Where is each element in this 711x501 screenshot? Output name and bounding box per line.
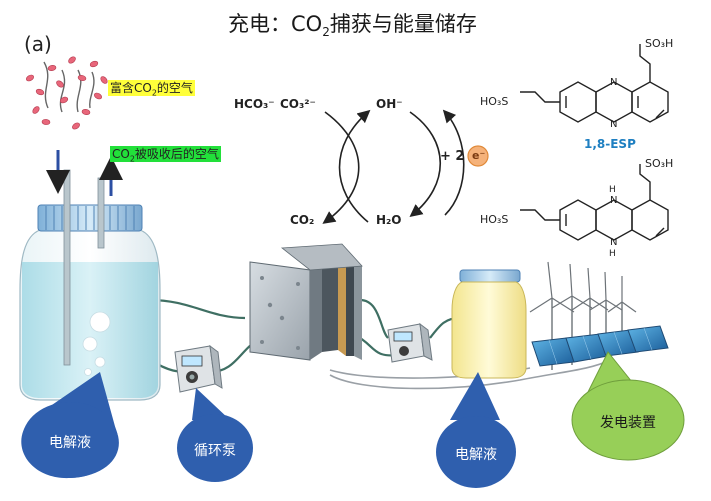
title-subscript: 2: [322, 25, 330, 40]
esp-structure-top: [520, 44, 669, 123]
callout-power-text: 发电装置: [600, 415, 656, 431]
callout-electrolyte-left-text: 电解液: [49, 435, 91, 451]
air-out-text-a: CO: [112, 147, 130, 161]
co2-air-particles: [26, 56, 108, 130]
esp-h-bottom: H: [609, 249, 616, 259]
flow-cell: [249, 243, 363, 361]
title-text-a: 充电：CO: [228, 12, 323, 36]
air-out-label: CO2被吸收后的空气: [110, 146, 221, 164]
co2-molecules: [26, 56, 108, 130]
esp-n-bottom: N: [610, 119, 618, 130]
air-in-text-b: 的空气: [156, 81, 193, 95]
gas-bubbles: [82, 311, 111, 376]
plus-two-label: + 2: [440, 149, 465, 164]
co3-label: CO₃²⁻: [280, 97, 316, 111]
callout-pump: [177, 388, 253, 482]
so3h-label-bottom: SO₃H: [645, 157, 674, 170]
esp-nh-top: N: [610, 195, 618, 206]
co2-label: CO₂: [290, 213, 315, 227]
esp-structure-bottom: [520, 164, 669, 241]
right-electrolyte-jar: [451, 269, 527, 379]
air-in-text-a: 富含CO: [110, 81, 152, 95]
callout-electrolyte-right: [436, 372, 516, 488]
electron-icon: [467, 145, 489, 167]
ho3s-label-top: HO₃S: [480, 95, 509, 108]
oh-label: OH⁻: [376, 97, 403, 111]
callout-power: [571, 351, 685, 461]
esp-n-top: N: [610, 77, 618, 88]
h2o-label: H₂O: [376, 213, 402, 227]
air-in-label: 富含CO2的空气: [108, 80, 195, 98]
air-in-subscript: 2: [151, 88, 157, 98]
reaction-arrows: [322, 109, 465, 224]
ho3s-label-bottom: HO₃S: [480, 213, 509, 226]
callout-electrolyte-right-text: 电解液: [455, 447, 497, 463]
panel-label: (a): [24, 32, 52, 56]
electron-label: e⁻: [472, 149, 486, 162]
callout-electrolyte-left: [21, 372, 119, 479]
so3h-label-top: SO₃H: [645, 37, 674, 50]
page-title: 充电：CO2捕获与能量储存: [228, 12, 477, 40]
solar-panels: [531, 325, 669, 367]
right-pump: [387, 322, 433, 363]
esp-h-top: H: [609, 185, 616, 195]
left-electrolyte-jar: [19, 169, 161, 401]
air-out-text-b: 被吸收后的空气: [134, 147, 219, 161]
esp-nh-bottom: N: [610, 237, 618, 248]
esp-name-label: 1,8-ESP: [584, 137, 636, 151]
left-pump: [174, 344, 223, 393]
hco3-label: HCO₃⁻: [234, 97, 275, 111]
callout-pump-text: 循环泵: [194, 443, 236, 459]
title-text-b: 捕获与能量储存: [329, 12, 477, 36]
air-out-subscript: 2: [129, 154, 135, 164]
